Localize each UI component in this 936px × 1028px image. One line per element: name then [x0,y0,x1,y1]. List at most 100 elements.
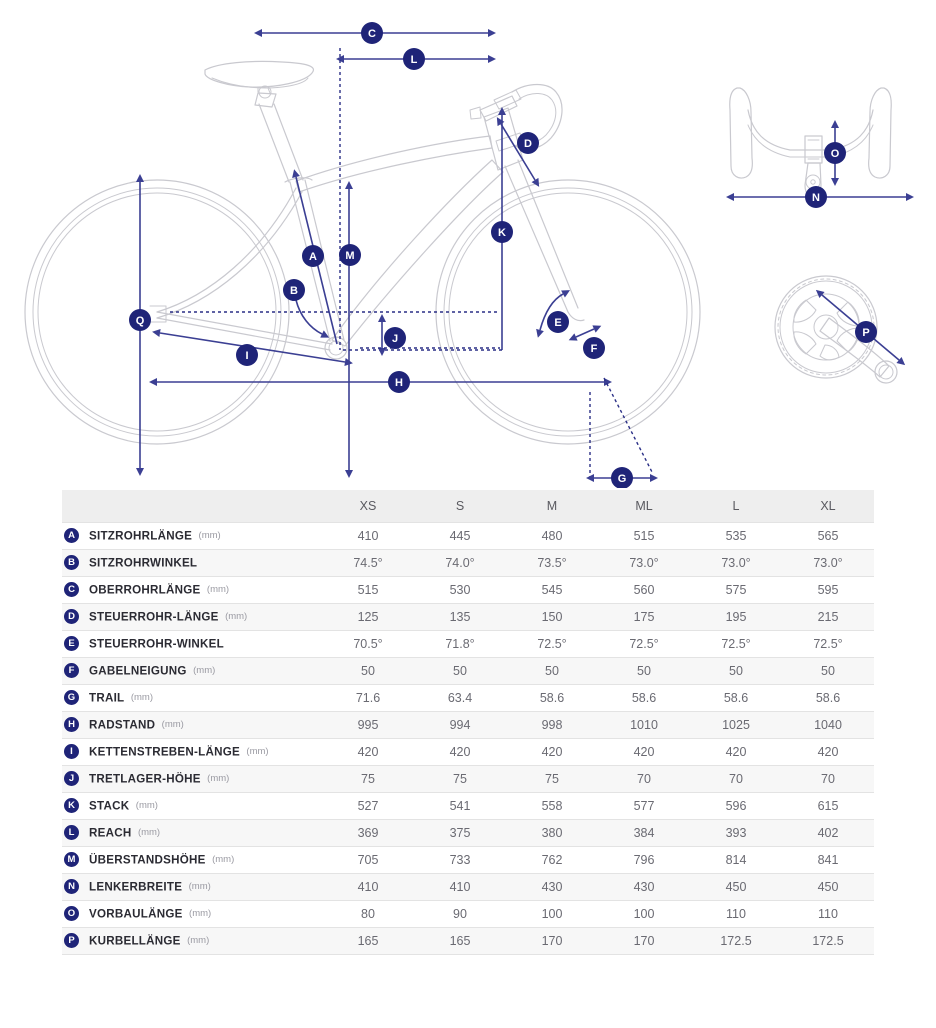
cell-k-xl: 615 [817,799,839,813]
marker-G-label: G [618,473,627,485]
cell-i-l: 420 [725,745,747,759]
cell-o-xl: 110 [818,907,838,921]
row-label-unit: (mm) [188,881,211,893]
crankset-view [774,275,898,384]
marker-P-label: P [862,327,869,339]
row-label-text: SITZROHRLÄNGE [89,529,193,543]
geometry-table-head: XS S M ML L XL [62,490,874,523]
row-label-text: TRETLAGER-HÖHE [89,772,201,786]
cell-b-l: 73.0° [721,556,751,570]
marker-I-label: I [245,350,248,362]
cell-e-xl: 72.5° [813,637,843,651]
marker-H: H [388,371,410,393]
cell-m-l: 814 [725,853,747,867]
cell-l-ml: 384 [633,826,655,840]
cell-n-l: 450 [725,880,747,894]
marker-A-label: A [309,251,317,263]
cell-p-xl: 172.5 [812,934,844,948]
cell-d-s: 135 [449,610,471,624]
marker-B: B [283,279,305,301]
row-label-unit: (mm) [161,719,184,731]
row-badge-e: E [64,636,79,652]
cell-g-xs: 71.6 [355,691,381,705]
cell-n-s: 410 [449,880,471,894]
cell-h-xs: 995 [357,718,379,732]
row-label-cell: E STEUERROHR-WINKEL [62,631,322,658]
row-label-text: STEUERROHR-WINKEL [89,637,224,651]
row-badge-c: C [64,582,79,598]
marker-E-label: E [554,317,561,329]
row-label-text: SITZROHRWINKEL [89,556,198,570]
cell-a-l: 535 [725,529,747,543]
row-label-unit: (mm) [187,935,210,947]
column-header-s: S [414,490,506,523]
row-badge-d: D [64,609,79,625]
cell-l-s: 375 [449,826,471,840]
cell-o-ml: 100 [633,907,655,921]
cell-i-xs: 420 [357,745,379,759]
cell-b-xs: 74.5° [353,556,383,570]
marker-A: A [302,245,324,267]
column-header-measure [62,490,322,523]
cell-a-m: 480 [541,529,563,543]
row-label-unit: (mm) [206,584,230,596]
cell-b-m: 73.5° [537,556,567,570]
cell-p-xs: 165 [357,934,379,948]
cell-c-ml: 560 [633,583,655,597]
cell-c-l: 575 [725,583,747,597]
cell-i-ml: 420 [633,745,655,759]
cell-j-l: 70 [729,772,743,786]
cell-c-xs: 515 [357,583,379,597]
cell-f-l: 50 [729,664,743,678]
cell-e-m: 72.5° [537,637,567,651]
cell-o-m: 100 [541,907,563,921]
row-badge-g: G [64,690,79,706]
column-header-m: M [506,490,598,523]
column-header-xl: XL [782,490,874,523]
column-header-xs: XS [322,490,414,523]
marker-H-label: H [395,377,403,389]
marker-F: F [583,337,605,359]
row-label-text: VORBAULÄNGE [89,907,183,921]
cell-m-xl: 841 [817,853,839,867]
cell-c-xl: 595 [817,583,839,597]
cell-n-m: 430 [541,880,563,894]
cell-m-s: 733 [449,853,471,867]
row-label-unit: (mm) [135,800,158,812]
cell-k-xs: 527 [357,799,379,813]
cell-j-xs: 75 [361,772,375,786]
cell-h-xl: 1040 [814,718,842,732]
table-header-row: XS S M ML L XL [62,490,874,523]
marker-Q-label: Q [136,315,145,327]
cell-g-s: 63.4 [447,691,473,705]
marker-B-label: B [290,285,298,297]
column-header-ml: ML [598,490,690,523]
marker-C-label: C [368,28,376,40]
row-label-text: STEUERROHR-LÄNGE [89,610,219,624]
row-label-text: STACK [89,799,130,813]
cell-l-xl: 402 [817,826,839,840]
cell-k-m: 558 [541,799,563,813]
column-header-l: L [690,490,782,523]
marker-L: L [403,48,425,70]
cell-p-l: 172.5 [720,934,752,948]
marker-J: J [384,327,406,349]
row-label-text: REACH [89,826,132,840]
cell-h-s: 994 [449,718,471,732]
marker-P: P [855,321,877,343]
marker-O-label: O [831,148,840,160]
